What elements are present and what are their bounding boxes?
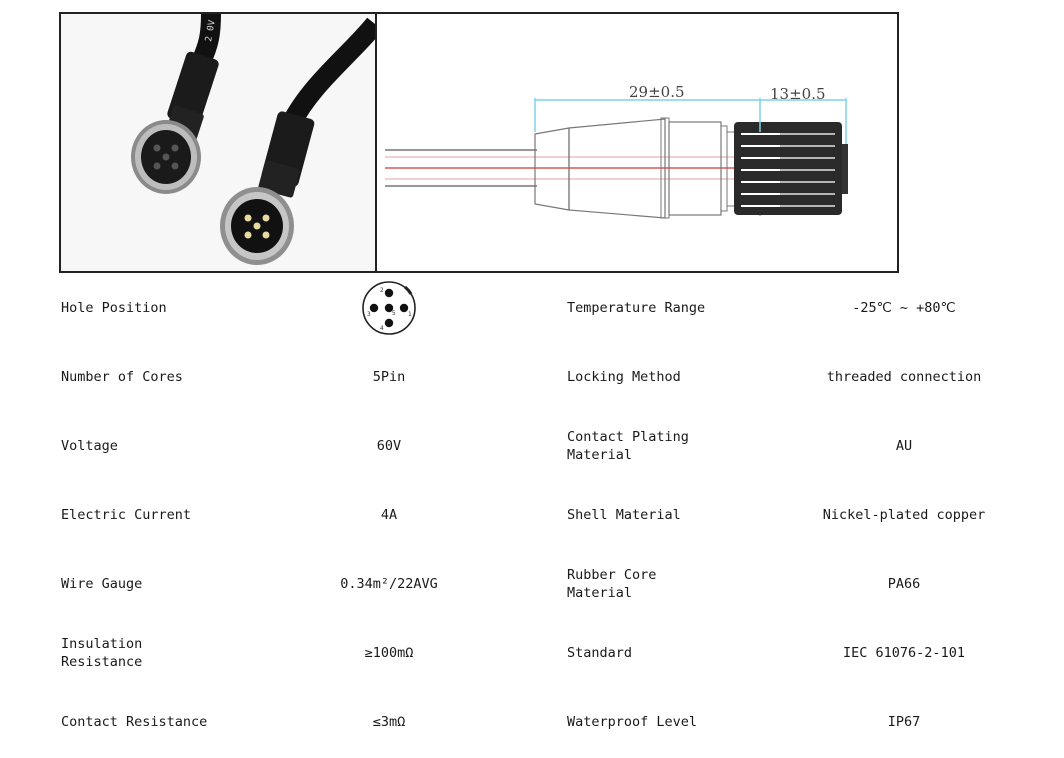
spec-value: 60V <box>376 437 402 454</box>
spec-row: Electric Current 4A Shell Material Nicke… <box>0 480 1064 549</box>
spec-label: Shell Material <box>567 506 681 523</box>
spec-label: Wire Gauge <box>61 575 143 592</box>
connector-drawing <box>385 98 848 219</box>
spec-label: Insulation Resistance <box>61 635 143 670</box>
hole-position-diagram: 2 3 1 4 5 <box>290 273 488 342</box>
spec-label: Locking Method <box>567 368 681 385</box>
spec-label: Hole Position <box>61 299 167 316</box>
spec-value: 5Pin <box>372 368 406 385</box>
spec-value: threaded connection <box>826 368 982 385</box>
spec-label: Standard <box>567 644 633 661</box>
spec-row: Contact Resistance ≤3mΩ Waterproof Level… <box>0 687 1064 756</box>
svg-text:1: 1 <box>408 311 412 318</box>
spec-value: AU <box>895 437 913 454</box>
spec-value: IEC 61076-2-101 <box>843 644 965 661</box>
spec-row: Insulation Resistance ≥100mΩ Standard IE… <box>0 618 1064 687</box>
spec-row: Wire Gauge 0.34m²/22AVG Rubber Core Mate… <box>0 549 1064 618</box>
nut-length-dimension: 13±0.5 <box>770 85 826 103</box>
spec-label: Temperature Range <box>567 299 706 316</box>
spec-table: Hole Position 2 3 1 4 5 Temperature Rang… <box>0 273 1064 758</box>
product-banner: 2 0V <box>59 12 899 273</box>
connector-photo-illustration: 2 0V <box>131 14 375 265</box>
spec-value: -25℃ ~ +80℃ <box>852 299 956 316</box>
spec-value: 0.34m²/22AVG <box>340 575 438 592</box>
spec-label: Waterproof Level <box>567 713 698 730</box>
dimension-drawing: 29±0.5 13±0.5 <box>377 14 897 271</box>
spec-value: IP67 <box>887 713 921 730</box>
spec-row: Hole Position 2 3 1 4 5 Temperature Rang… <box>0 273 1064 342</box>
connector-photo: 2 0V <box>61 14 377 271</box>
body-length-dimension: 29±0.5 <box>629 83 685 101</box>
spec-label: Voltage <box>61 437 118 454</box>
spec-value: ≥100mΩ <box>364 644 414 661</box>
spec-value: 4A <box>380 506 398 523</box>
spec-value: Nickel-plated copper <box>822 506 986 523</box>
spec-label: Contact Plating Material <box>567 428 689 463</box>
spec-row: Number of Cores 5Pin Locking Method thre… <box>0 342 1064 411</box>
spec-label: Electric Current <box>61 506 192 523</box>
spec-label: Rubber Core Material <box>567 566 657 601</box>
spec-value: PA66 <box>887 575 921 592</box>
pin-layout-icon: 2 3 1 4 5 <box>362 280 416 335</box>
spec-label: Contact Resistance <box>61 713 208 730</box>
cable-print: 2 0V <box>204 19 218 43</box>
spec-row: Voltage 60V Contact Plating Material AU <box>0 411 1064 480</box>
svg-text:2: 2 <box>380 287 384 294</box>
spec-label: Number of Cores <box>61 368 183 385</box>
spec-value: ≤3mΩ <box>372 713 406 730</box>
svg-text:4: 4 <box>380 325 384 332</box>
svg-text:3: 3 <box>367 311 371 318</box>
svg-text:5: 5 <box>392 310 396 317</box>
